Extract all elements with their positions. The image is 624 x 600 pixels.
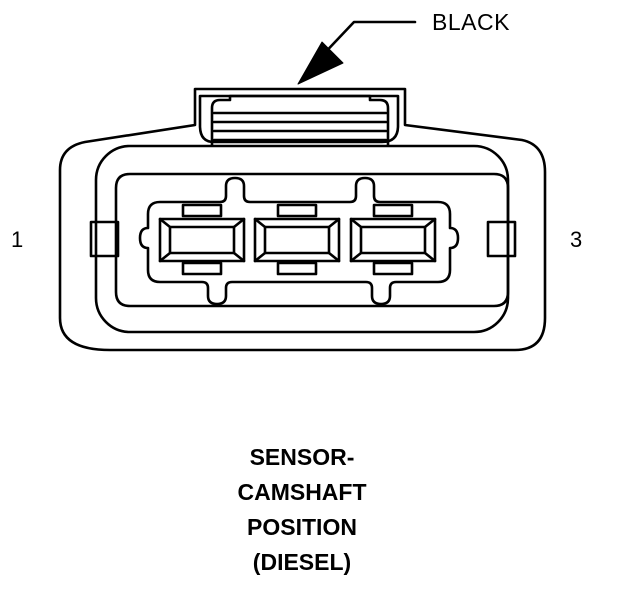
side-tab-left: [89, 220, 120, 258]
color-leader: [297, 20, 417, 85]
wire-color-label: BLACK: [432, 9, 510, 35]
pin-number-left: 1: [11, 227, 24, 252]
latch-ribs: [212, 111, 388, 142]
caption-line-2: CAMSHAFT: [237, 479, 367, 505]
terminal-1: [158, 203, 246, 276]
side-tab-right: [486, 220, 517, 258]
pin-number-right: 3: [570, 227, 583, 252]
connector-housing: [58, 87, 547, 352]
latch-lock: [210, 94, 390, 147]
pin-cavity: [138, 176, 460, 306]
terminal-3: [349, 203, 437, 276]
caption-line-4: (DIESEL): [252, 549, 352, 575]
caption-line-3: POSITION: [247, 514, 357, 540]
terminal-cavity: [114, 172, 510, 308]
component-caption: SENSOR- CAMSHAFT POSITION (DIESEL): [0, 440, 604, 580]
caption-line-1: SENSOR-: [249, 444, 355, 470]
latch-frame: [198, 94, 400, 144]
terminal-2: [253, 203, 341, 276]
